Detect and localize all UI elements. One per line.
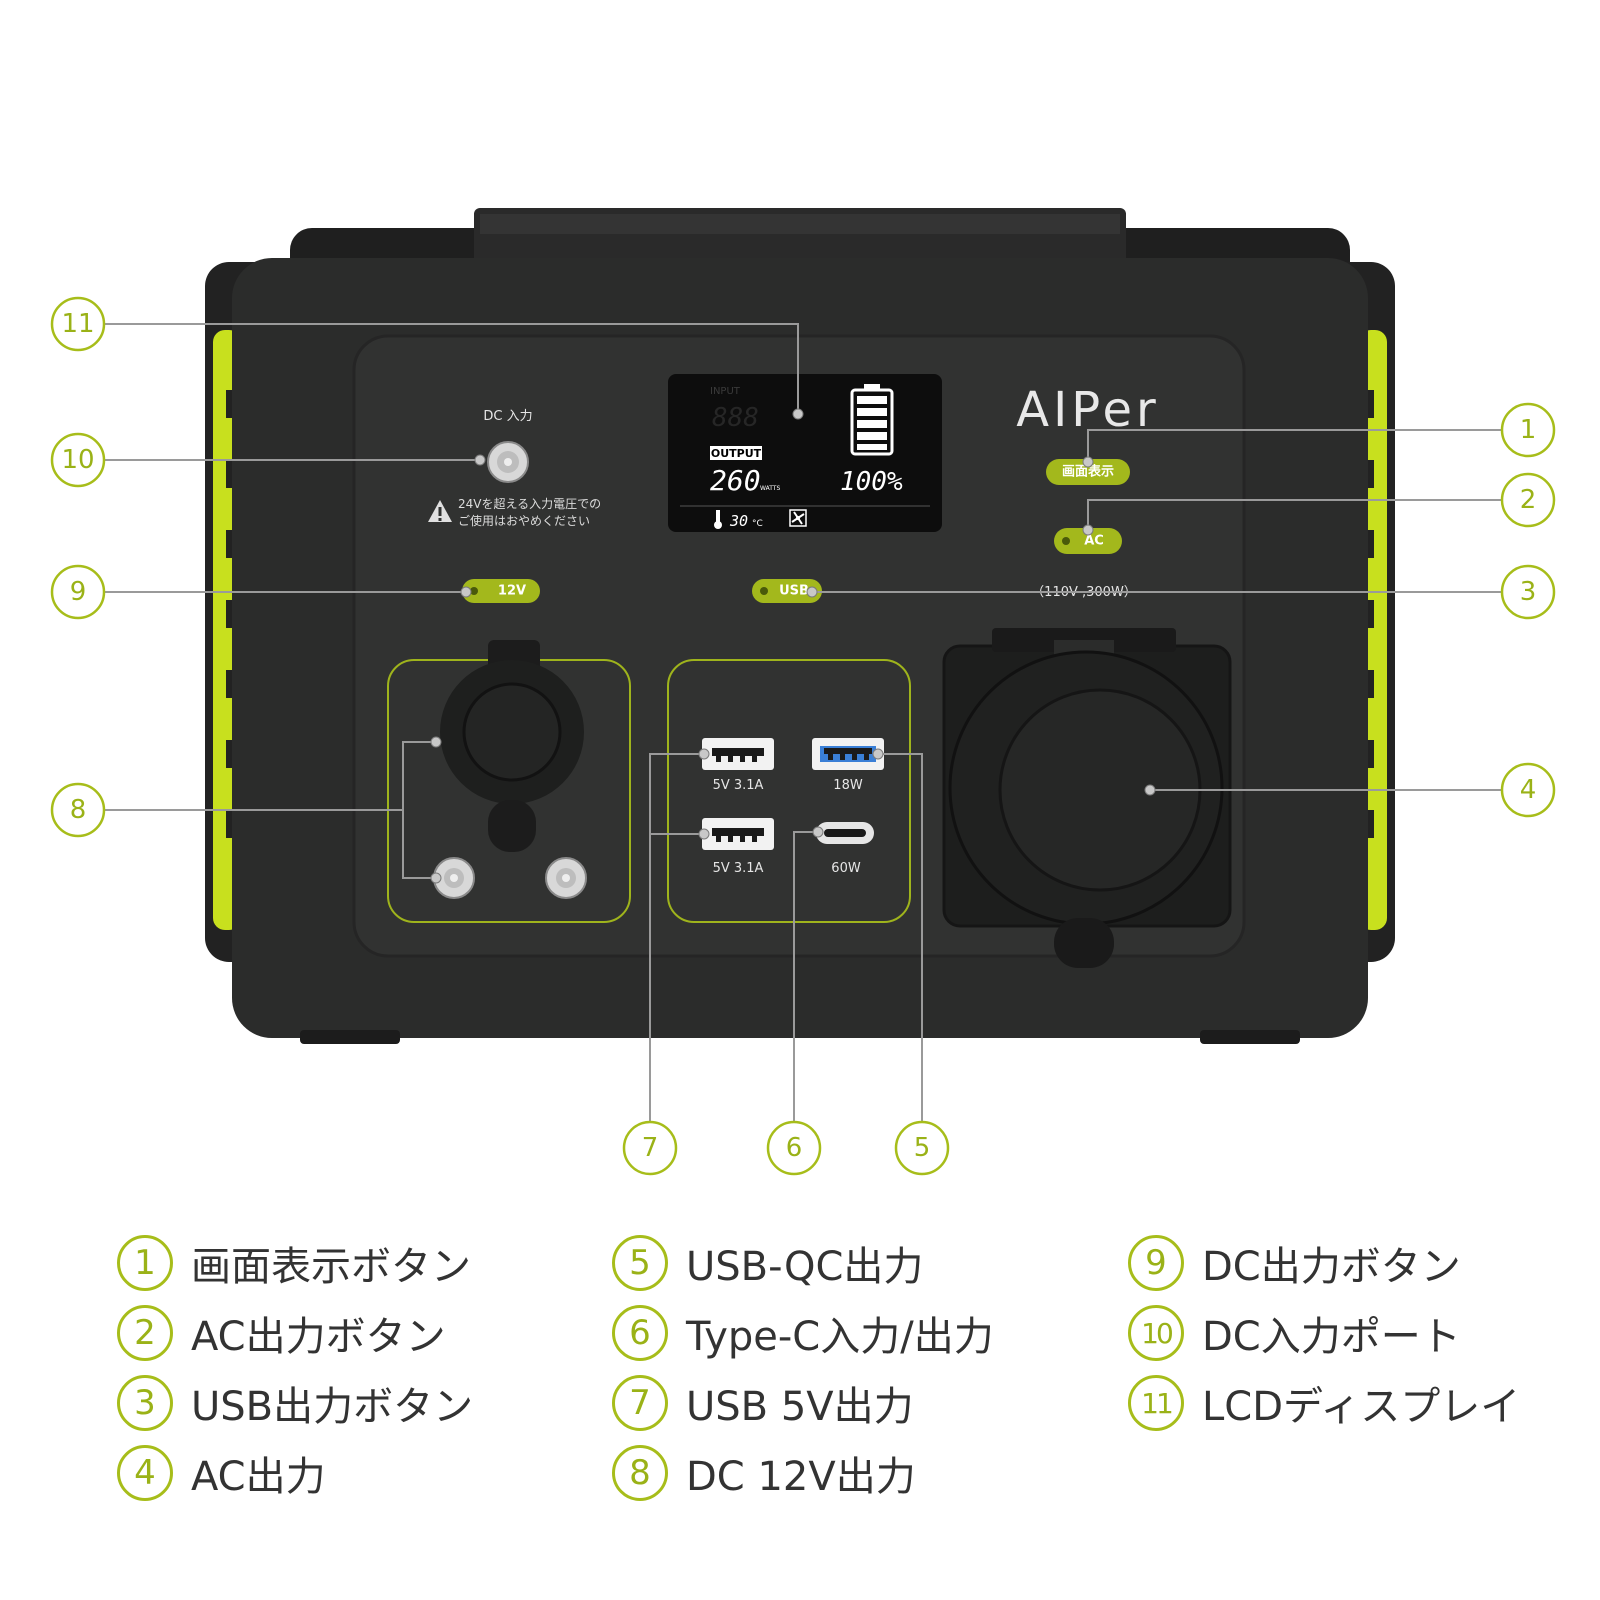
- svg-text:4: 4: [1520, 775, 1537, 805]
- thermometer-icon: [714, 510, 722, 529]
- svg-text:8: 8: [70, 795, 87, 825]
- legend-item-11: 11 LCDディスプレイ: [1128, 1373, 1520, 1433]
- leader-dots: [430, 408, 1156, 884]
- legend-item-9: 9 DC出力ボタン: [1128, 1233, 1461, 1293]
- lcd-input-label: INPUT: [710, 386, 741, 397]
- legend-text: AC出力ボタン: [191, 1314, 446, 1360]
- legend-num: 1: [117, 1235, 173, 1291]
- usb-c-port-label: 60W: [831, 861, 861, 876]
- callout-7: 7: [622, 1120, 678, 1176]
- callout-3: 3: [1500, 564, 1556, 620]
- callout-1: 1: [1500, 402, 1556, 458]
- legend-num: 8: [612, 1445, 668, 1501]
- usb-button-label: USB: [779, 584, 809, 599]
- legend-text: LCDディスプレイ: [1202, 1384, 1521, 1430]
- lcd-temperature-unit: °C: [752, 519, 763, 529]
- callout-5: 5: [894, 1120, 950, 1176]
- usb-a-port-1[interactable]: [702, 738, 774, 770]
- svg-text:10: 10: [61, 445, 94, 475]
- dc-12v-button-label: 12V: [498, 584, 526, 599]
- legend-num: 2: [117, 1305, 173, 1361]
- callout-2: 2: [1500, 472, 1556, 528]
- usb-button[interactable]: USB: [752, 579, 822, 603]
- ac-button-label: AC: [1084, 534, 1104, 549]
- legend-text: USB 5V出力: [686, 1384, 914, 1430]
- lcd-temperature: 30: [729, 512, 748, 530]
- legend-item-3: 3 USB出力ボタン: [117, 1373, 473, 1433]
- svg-text:6: 6: [786, 1133, 803, 1163]
- dc-12v-button[interactable]: 12V: [462, 579, 540, 603]
- legend-num: 6: [612, 1305, 668, 1361]
- callout-6: 6: [766, 1120, 822, 1176]
- fan-icon: [789, 509, 807, 527]
- usb-output-frame: [667, 659, 911, 923]
- legend-text: Type-C入力/出力: [686, 1314, 994, 1360]
- legend-text: USB-QC出力: [686, 1244, 924, 1290]
- legend-item-7: 7 USB 5V出力: [612, 1373, 914, 1433]
- legend-num: 11: [1128, 1375, 1184, 1431]
- usb-qc-port-label: 18W: [833, 778, 863, 793]
- display-button[interactable]: 画面表示: [1046, 459, 1130, 485]
- legend-item-2: 2 AC出力ボタン: [117, 1303, 446, 1363]
- display-button-label: 画面表示: [1062, 464, 1114, 480]
- cigarette-socket[interactable]: [440, 640, 584, 852]
- legend-item-5: 5 USB-QC出力: [612, 1233, 923, 1293]
- usb-a-port-2[interactable]: [702, 818, 774, 850]
- lcd-input-value: 888: [712, 403, 759, 433]
- callout-8: 8: [50, 782, 106, 838]
- callout-10: 10: [50, 432, 106, 488]
- ac-outlet[interactable]: [942, 628, 1232, 968]
- svg-text:11: 11: [61, 309, 94, 339]
- legend-text: USB出力ボタン: [191, 1384, 474, 1430]
- usb-qc-port[interactable]: [812, 738, 884, 770]
- legend-text: DC出力ボタン: [1202, 1244, 1461, 1290]
- legend-text: 画面表示ボタン: [191, 1244, 471, 1290]
- svg-text:5: 5: [914, 1133, 931, 1163]
- legend-num: 7: [612, 1375, 668, 1431]
- usb-a-port-1-label: 5V 3.1A: [713, 778, 764, 793]
- legend-num: 3: [117, 1375, 173, 1431]
- legend-num: 4: [117, 1445, 173, 1501]
- lcd-output-label: OUTPUT: [711, 447, 762, 460]
- usb-a-port-2-label: 5V 3.1A: [713, 861, 764, 876]
- legend-item-8: 8 DC 12V出力: [612, 1443, 916, 1503]
- brand-logo: AIPer: [1016, 382, 1160, 438]
- svg-text:9: 9: [70, 577, 87, 607]
- callout-9: 9: [50, 564, 106, 620]
- callout-11: 11: [50, 296, 106, 352]
- dc-5521-port-left[interactable]: [433, 857, 475, 899]
- svg-text:2: 2: [1520, 485, 1537, 515]
- legend-text: AC出力: [191, 1454, 326, 1500]
- lcd-display: INPUT 888 OUTPUT 260 WATTS 100% 30 °C: [668, 374, 942, 532]
- legend-item-6: 6 Type-C入力/出力: [612, 1303, 994, 1363]
- lcd-output-unit: WATTS: [760, 485, 780, 492]
- lcd-output-value: 260: [710, 464, 761, 497]
- dc-input-warning-line1: 24Vを超える入力電圧での: [458, 496, 601, 511]
- legend: 1 画面表示ボタン 2 AC出力ボタン 3 USB出力ボタン 4 AC出力 5 …: [0, 1225, 1600, 1555]
- warning-icon: [428, 500, 452, 522]
- legend-text: DC入力ポート: [1202, 1314, 1461, 1360]
- legend-item-1: 1 画面表示ボタン: [117, 1233, 471, 1293]
- svg-text:1: 1: [1520, 415, 1537, 445]
- battery-icon: [850, 384, 894, 456]
- legend-num: 5: [612, 1235, 668, 1291]
- ac-button[interactable]: AC: [1054, 528, 1122, 554]
- dc-input-label: DC 入力: [483, 409, 532, 424]
- callout-4: 4: [1500, 762, 1556, 818]
- leader-lines: [104, 323, 1502, 1122]
- legend-item-4: 4 AC出力: [117, 1443, 326, 1503]
- lcd-battery-percent: 100%: [840, 467, 903, 497]
- legend-text: DC 12V出力: [686, 1454, 916, 1500]
- dc-input-warning-line2: ご使用はおやめください: [458, 513, 590, 528]
- legend-item-10: 10 DC入力ポート: [1128, 1303, 1461, 1363]
- svg-text:3: 3: [1520, 577, 1537, 607]
- usb-c-port[interactable]: [816, 822, 874, 844]
- svg-text:7: 7: [642, 1133, 659, 1163]
- legend-num: 9: [1128, 1235, 1184, 1291]
- dc-5521-port-right[interactable]: [545, 857, 587, 899]
- legend-num: 10: [1128, 1305, 1184, 1361]
- dc-input-port[interactable]: [487, 441, 529, 483]
